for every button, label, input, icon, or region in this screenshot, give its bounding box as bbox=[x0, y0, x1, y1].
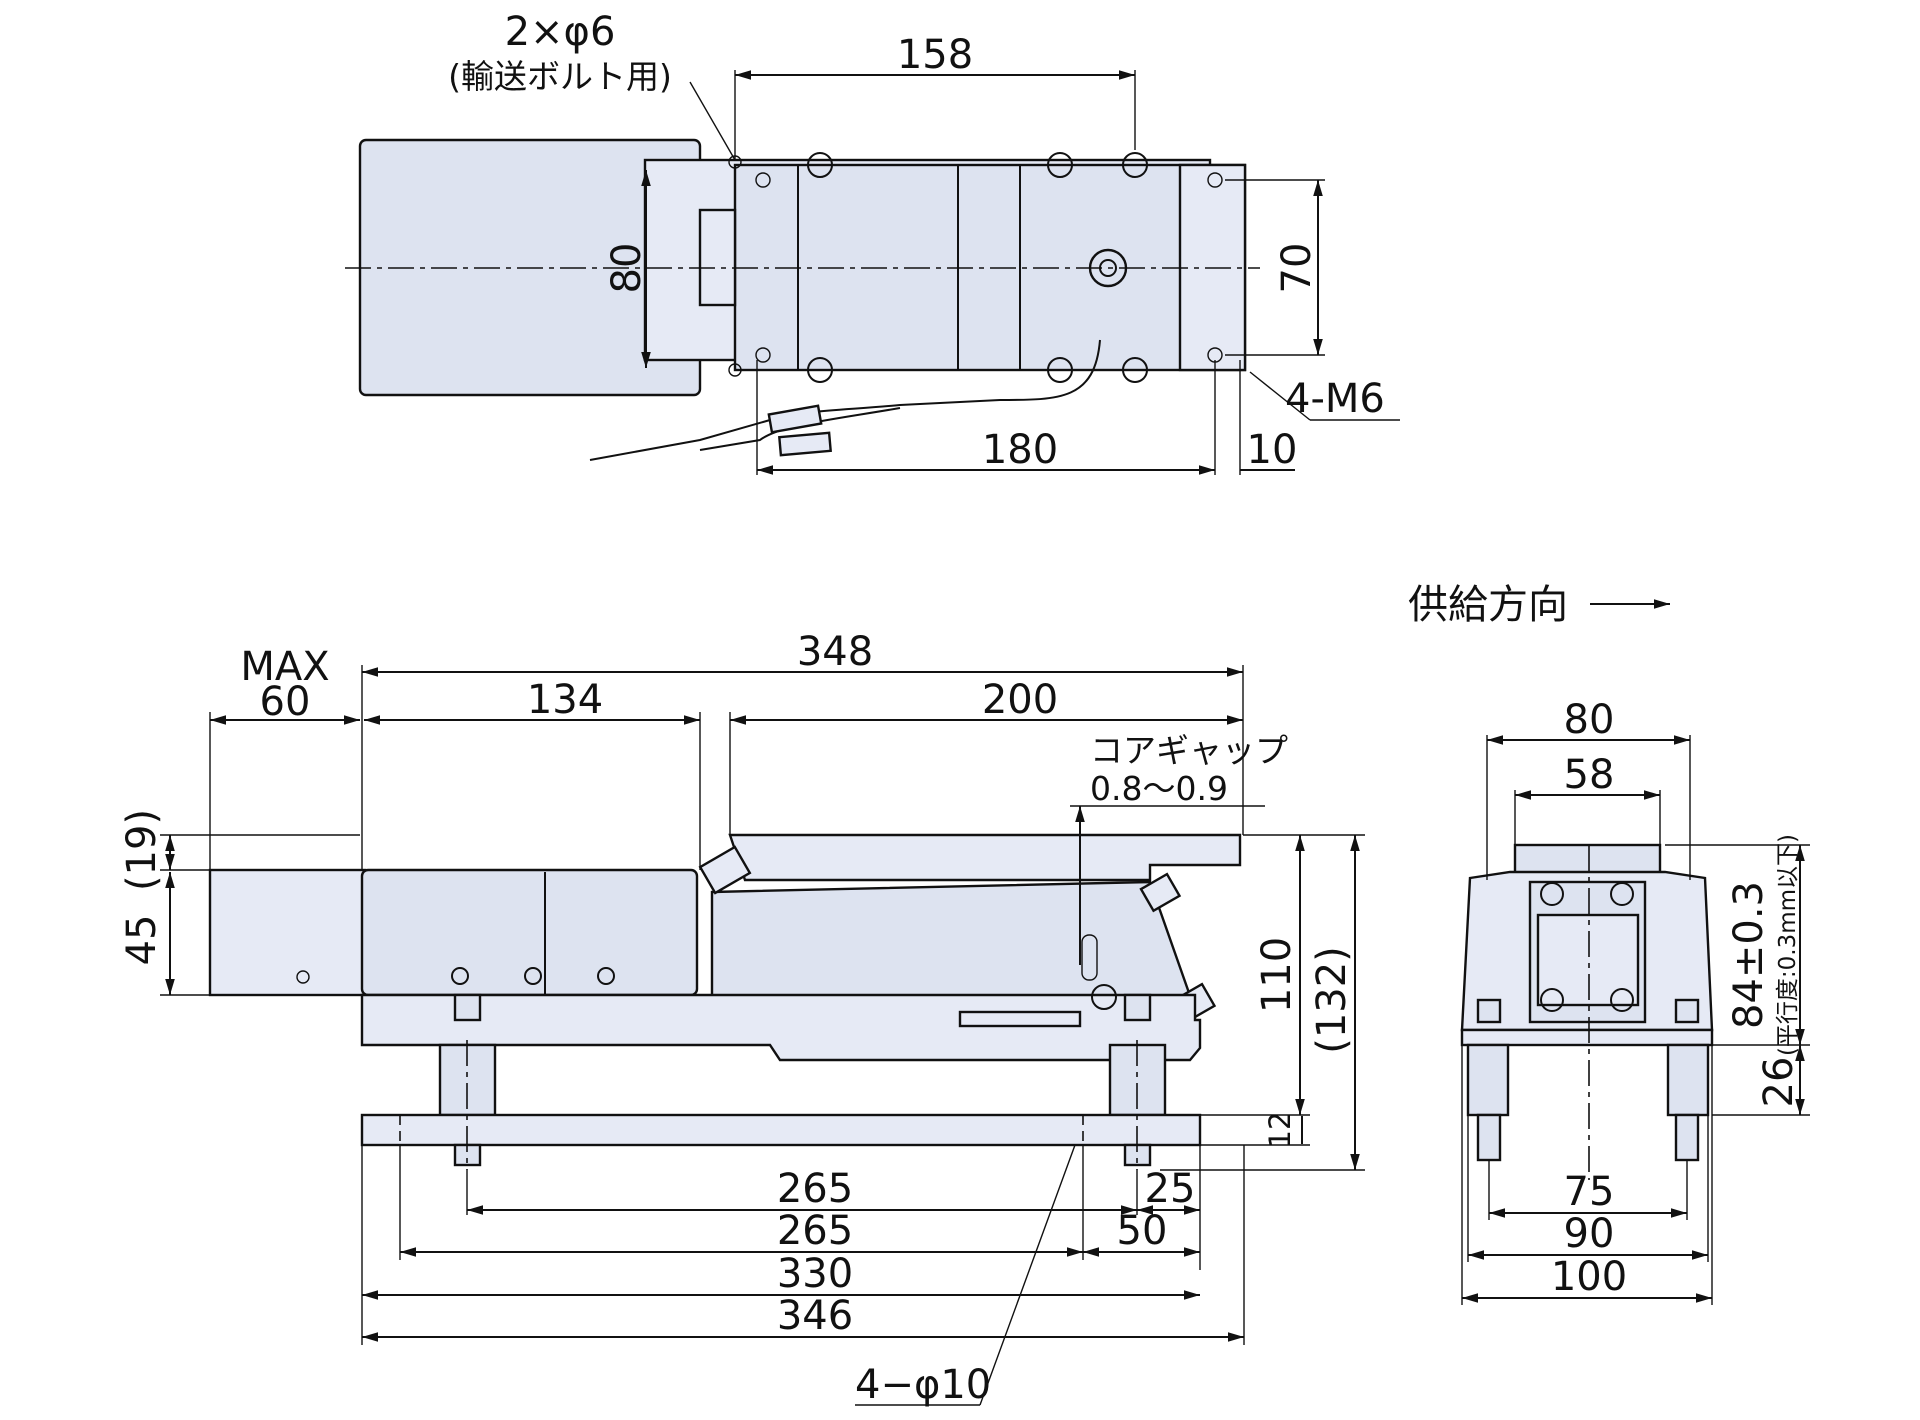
top-dim-10: 10 bbox=[1247, 427, 1298, 473]
side-dim-330: 330 bbox=[777, 1251, 853, 1297]
top-mount-holes bbox=[807, 152, 1148, 383]
side-max-label: MAX bbox=[240, 644, 329, 690]
side-hopper bbox=[360, 868, 699, 997]
end-view: 80 58 84±0.3 (平行度:0.3mm以下) 26 75 90 100 bbox=[1460, 697, 1810, 1305]
feed-direction-label: 供給方向 bbox=[1408, 582, 1568, 628]
side-dim-265a: 265 bbox=[777, 1166, 853, 1212]
side-dim-265b: 265 bbox=[777, 1208, 853, 1254]
top-view: 158 80 70 180 10 4-M6 (輸送ボルト用) 2×φ6 bbox=[345, 9, 1400, 475]
side-dim-110: 110 bbox=[1254, 937, 1300, 1013]
side-hopper-max bbox=[208, 868, 367, 997]
end-dim-58: 58 bbox=[1564, 752, 1615, 798]
top-hole-note-2: (輸送ボルト用) bbox=[448, 57, 672, 96]
side-mount-plate bbox=[360, 1113, 1202, 1147]
side-dim-346: 346 bbox=[777, 1293, 853, 1339]
top-tap-note: 4-M6 bbox=[1285, 376, 1385, 422]
end-dim-90: 90 bbox=[1564, 1211, 1615, 1257]
side-core-gap-label: コアギャップ bbox=[1090, 731, 1288, 770]
end-flatness-note: (平行度:0.3mm以下) bbox=[1775, 834, 1801, 1056]
side-core-gap-value: 0.8～0.9 bbox=[1090, 769, 1228, 808]
side-view: 348 MAX 60 134 200 コアギャップ 0.8～0.9 (19) 4… bbox=[119, 629, 1365, 1408]
end-dim-80: 80 bbox=[1564, 697, 1615, 743]
end-dim-84: 84±0.3 bbox=[1726, 881, 1772, 1029]
feed-direction: 供給方向 bbox=[1408, 582, 1670, 628]
top-dim-180: 180 bbox=[982, 427, 1058, 473]
side-dim-45: 45 bbox=[119, 915, 165, 966]
top-dim-80: 80 bbox=[604, 243, 650, 294]
side-dim-134: 134 bbox=[527, 677, 603, 723]
end-dim-100: 100 bbox=[1551, 1254, 1627, 1300]
side-hole-note: 4−φ10 bbox=[855, 1362, 991, 1408]
side-dim-200: 200 bbox=[982, 677, 1058, 723]
top-dim-158: 158 bbox=[897, 32, 973, 78]
side-dim-12: 12 bbox=[1263, 1112, 1297, 1149]
side-dim-132: (132) bbox=[1309, 946, 1355, 1054]
side-dim-50: 50 bbox=[1117, 1208, 1168, 1254]
end-foot-left bbox=[1466, 1043, 1510, 1117]
end-foot-right bbox=[1666, 1043, 1710, 1117]
top-hole-note-line1: 2×φ6 bbox=[505, 9, 616, 55]
side-trough-top bbox=[728, 833, 1242, 882]
end-base bbox=[1460, 1028, 1714, 1047]
side-dim-19: (19) bbox=[119, 809, 165, 891]
side-dim-25: 25 bbox=[1145, 1166, 1196, 1212]
side-dim-60: 60 bbox=[260, 679, 311, 725]
end-dim-75: 75 bbox=[1564, 1169, 1615, 1215]
side-dim-348: 348 bbox=[797, 629, 873, 675]
top-dim-70: 70 bbox=[1274, 243, 1320, 294]
end-dim-26: 26 bbox=[1756, 1057, 1802, 1108]
top-connector bbox=[698, 208, 737, 307]
